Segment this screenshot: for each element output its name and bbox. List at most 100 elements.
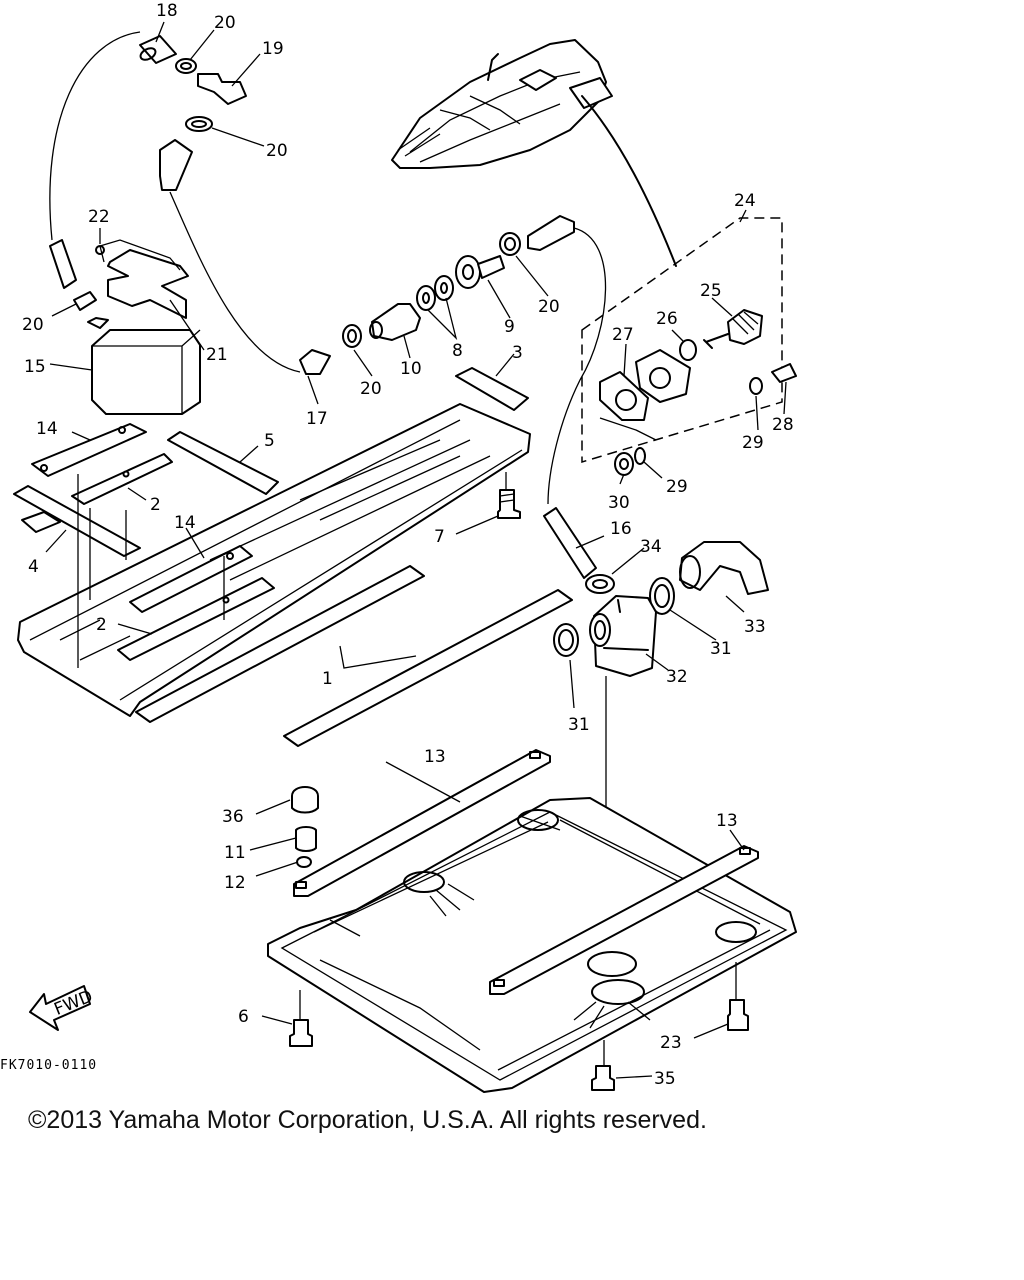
callout-16: 16 [610, 519, 632, 539]
callout-23: 23 [660, 1033, 682, 1053]
cap-36 [291, 786, 319, 814]
callout-20: 20 [266, 141, 288, 161]
drain-25 [703, 309, 763, 349]
plate-27 [635, 349, 691, 403]
callout-3: 3 [512, 343, 523, 363]
strip-13-a [293, 749, 551, 897]
callout-22: 22 [88, 207, 110, 227]
figure-code: FK7010-0110 [0, 1058, 98, 1073]
washer-29-a [749, 377, 763, 395]
callout-labels: 18 20 19 20 22 20 21 15 17 20 10 8 9 20 … [22, 1, 794, 1089]
bolt-7 [497, 472, 521, 519]
callout-10: 10 [400, 359, 422, 379]
callout-2: 2 [96, 615, 107, 635]
hose-20-right [527, 215, 575, 251]
callout-13: 13 [716, 811, 738, 831]
washers-8 [416, 275, 454, 311]
washer-29-b [634, 447, 646, 465]
strip-2-b [117, 577, 275, 661]
callout-29: 29 [742, 433, 764, 453]
clamp-31-a [649, 577, 675, 615]
callout-24: 24 [734, 191, 756, 211]
lower-frame [267, 797, 797, 1093]
callout-7: 7 [434, 527, 445, 547]
bolt-28 [771, 363, 797, 383]
jetski-hull [391, 39, 613, 169]
strip-13-b [489, 845, 759, 995]
clamp-20-a [175, 58, 197, 74]
guide-lines [77, 474, 225, 668]
callout-28: 28 [772, 415, 794, 435]
callout-12: 12 [224, 873, 246, 893]
callout-36: 36 [222, 807, 244, 827]
hull-callout-line [581, 95, 677, 267]
bracket-21 [99, 239, 189, 319]
callout-19: 19 [262, 39, 284, 59]
callout-27: 27 [612, 325, 634, 345]
clamp-20-d [499, 232, 521, 256]
fitting-20-left [73, 291, 97, 311]
fitting-9 [455, 255, 505, 289]
callout-14: 14 [36, 419, 58, 439]
callout-13: 13 [424, 747, 446, 767]
clamp-34 [585, 574, 615, 594]
callout-20: 20 [214, 13, 236, 33]
strip-1-a [135, 565, 425, 723]
hose-segment-left [49, 239, 77, 289]
callout-4: 4 [28, 557, 39, 577]
callout-31: 31 [710, 639, 732, 659]
bolt-6 [289, 990, 313, 1047]
nut-30 [614, 452, 634, 476]
clamp-20-c [342, 324, 362, 348]
callout-5: 5 [264, 431, 275, 451]
callout-15: 15 [24, 357, 46, 377]
callout-2: 2 [150, 495, 161, 515]
callout-20: 20 [360, 379, 382, 399]
hose-16 [543, 507, 597, 579]
leader-lines [45, 21, 787, 1079]
fwd-label: FWD [51, 987, 95, 1020]
callout-26: 26 [656, 309, 678, 329]
callout-8: 8 [452, 341, 463, 361]
hose-line-17 [169, 191, 301, 373]
callout-34: 34 [640, 537, 662, 557]
callout-9: 9 [504, 317, 515, 337]
strip-14-b [129, 545, 253, 613]
hose-18 [139, 35, 177, 64]
strip-5 [167, 431, 279, 495]
box-15 [87, 317, 201, 415]
housing-32 [589, 595, 657, 677]
strip-2-a [71, 453, 173, 505]
callout-32: 32 [666, 667, 688, 687]
copyright-notice: ©2013 Yamaha Motor Corporation, U.S.A. A… [28, 1106, 707, 1134]
strip-14-a [31, 423, 147, 477]
elbow-33 [679, 541, 769, 595]
callout-11: 11 [224, 843, 246, 863]
hose-17 [299, 349, 331, 375]
fwd-arrow-icon: FWD [29, 985, 96, 1031]
group-24-frame [581, 217, 783, 464]
washer-12 [296, 856, 312, 868]
callout-25: 25 [700, 281, 722, 301]
callout-33: 33 [744, 617, 766, 637]
hose-line-16 [547, 227, 607, 505]
strip-3 [455, 367, 529, 411]
stud-11 [295, 826, 317, 852]
callout-18: 18 [156, 1, 178, 21]
strip-1-b [283, 589, 573, 747]
hose-line-left [49, 31, 141, 241]
callout-30: 30 [608, 493, 630, 513]
callout-20: 20 [538, 297, 560, 317]
hose-20-elbow [159, 139, 193, 191]
callout-21: 21 [206, 345, 228, 365]
clamp-20-b [185, 116, 213, 132]
callout-29: 29 [666, 477, 688, 497]
valve-10 [369, 303, 421, 341]
callout-1: 1 [322, 669, 333, 689]
callout-6: 6 [238, 1007, 249, 1027]
callout-35: 35 [654, 1069, 676, 1089]
strip-4 [13, 485, 141, 557]
callout-14: 14 [174, 513, 196, 533]
oring-26 [679, 339, 697, 361]
